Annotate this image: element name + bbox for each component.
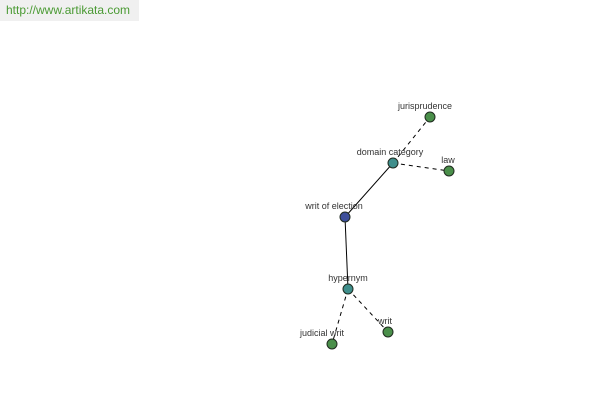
edge-hypernym-writ [347, 288, 389, 333]
node-writ-of-election[interactable] [339, 211, 351, 223]
label-writ: writ [377, 316, 392, 326]
label-jurisprudence: jurisprudence [397, 101, 452, 111]
site-url-link[interactable]: http://www.artikata.com [0, 0, 139, 21]
node-judicial-writ[interactable] [326, 338, 338, 350]
label-domain-category: domain category [357, 147, 424, 157]
label-judicial-writ: judicial writ [299, 328, 345, 338]
label-hypernym: hypernym [328, 273, 368, 283]
edge-center-domain-category [344, 162, 394, 218]
edge-domain-category-law [392, 162, 450, 172]
edge-center-hypernym [344, 216, 349, 290]
node-writ[interactable] [382, 326, 394, 338]
edge-domain-category-jurisprudence [392, 116, 431, 164]
edge-hypernym-judicial-writ [331, 288, 349, 345]
label-law: law [441, 155, 455, 165]
node-domain-category[interactable] [387, 157, 399, 169]
label-writ-of-election: writ of election [304, 201, 363, 211]
node-jurisprudence[interactable] [424, 111, 436, 123]
node-hypernym[interactable] [342, 283, 354, 295]
node-law[interactable] [443, 165, 455, 177]
